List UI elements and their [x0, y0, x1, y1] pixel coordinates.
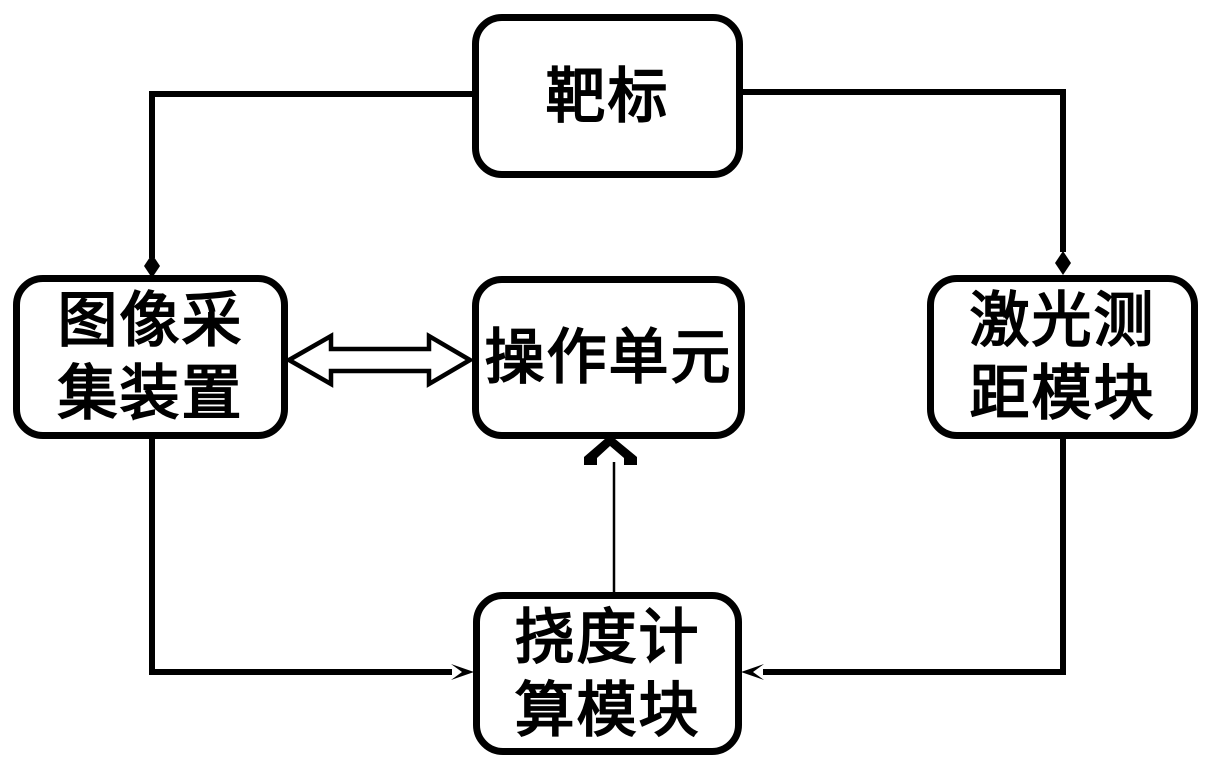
box-laser-ranging-module-label: 激光测 距模块 [969, 287, 1156, 427]
connector-image-capture-to-deflection-calc [149, 439, 474, 680]
box-deflection-calculation-module: 挠度计 算模块 [473, 592, 742, 755]
connector-target-to-image-capture [144, 91, 472, 278]
connector-target-to-laser-ranging [743, 89, 1071, 275]
diamond-arrowhead-down-right [1055, 251, 1071, 275]
connector-laser-ranging-to-deflection-calc [741, 439, 1066, 680]
box-deflection-calculation-module-label: 挠度计 算模块 [514, 603, 701, 744]
diamond-arrowhead-left [741, 664, 764, 680]
box-image-capture-device: 图像采 集装置 [13, 275, 288, 439]
box-operation-unit: 操作单元 [472, 276, 745, 439]
connector-deflection-calc-to-operation-unit [584, 438, 637, 592]
diamond-arrowhead-right [451, 664, 474, 680]
box-laser-ranging-module: 激光测 距模块 [927, 275, 1198, 439]
box-operation-unit-label: 操作单元 [484, 324, 733, 391]
hollow-double-arrow [284, 332, 475, 388]
box-target: 靶标 [472, 14, 743, 178]
box-image-capture-device-label: 图像采 集装置 [57, 287, 244, 427]
box-target-label: 靶标 [545, 62, 670, 130]
hollow-up-arrowhead [584, 438, 637, 465]
